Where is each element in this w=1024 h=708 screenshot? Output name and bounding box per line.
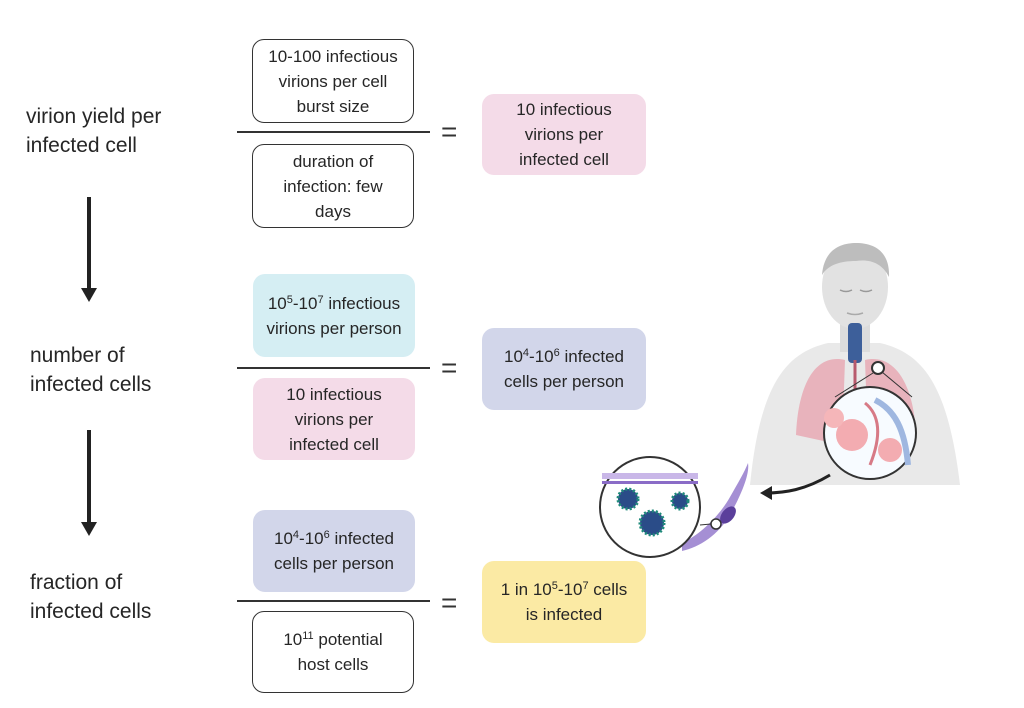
denominator-virions-per-cell: 10 infectious virions per infected cell (253, 378, 415, 460)
equals-sign: = (441, 587, 458, 618)
box-text-line: days (315, 201, 351, 221)
box-text-line: 104-106 infected (273, 529, 394, 548)
box-text-line: virions per (294, 409, 374, 429)
human-infection-illustration (599, 243, 960, 558)
trachea-icon (848, 323, 862, 363)
box-text-line: cells per person (273, 554, 394, 573)
result-virions-per-cell: 10 infectious virions per infected cell (482, 94, 646, 175)
row-label-line: infected cells (30, 373, 152, 396)
alveoli-icon (823, 386, 917, 480)
infected-cell-icon (682, 463, 749, 551)
denominator-host-cells: 1011 potential host cells (252, 611, 414, 693)
fraction-bar (237, 367, 430, 369)
box-text-line: burst size (296, 96, 370, 116)
row-label-line: virion yield per (26, 105, 162, 128)
magnify-marker (871, 361, 885, 375)
row-label-number-infected: number of infected cells (30, 341, 151, 399)
box-text-line: 1 in 105-107 cells (500, 580, 628, 599)
box-text-line: 105-107 infectious (267, 293, 401, 313)
row-label-line: fraction of (30, 571, 123, 594)
box-text-line: infected cell (519, 150, 609, 169)
numerator-virions-per-person: 105-107 infectious virions per person (253, 274, 415, 357)
virus-particle-icon (616, 487, 690, 537)
equals-sign: = (441, 352, 458, 383)
box-text-line: 10-100 infectious (268, 46, 398, 66)
row-label-fraction-infected: fraction of infected cells (30, 568, 151, 626)
numerator-burst-size: 10-100 infectious virions per cell burst… (252, 39, 414, 123)
equals-sign: = (441, 116, 458, 147)
row-label-line: infected cell (26, 134, 137, 157)
row-label-virion-yield: virion yield per infected cell (26, 102, 161, 160)
box-text-line: cells per person (503, 372, 624, 391)
virus-zoom-circle (599, 456, 712, 558)
box-text-line: infected cell (289, 434, 379, 454)
fraction-bar (237, 131, 430, 133)
row-label-line: infected cells (30, 600, 152, 623)
box-text-line: host cells (297, 655, 369, 674)
box-text-line: virions per (524, 125, 604, 144)
result-infected-cells-per-person: 104-106 infected cells per person (482, 328, 646, 410)
box-text-line: duration of (292, 151, 374, 171)
box-text-line: 1011 potential (283, 630, 383, 649)
box-text-line: virions per person (266, 318, 402, 338)
fraction-bar (237, 600, 430, 602)
result-fraction-infected: 1 in 105-107 cells is infected (482, 561, 646, 643)
box-text-line: 10 infectious (516, 100, 612, 119)
box-text-line: virions per cell (278, 71, 388, 91)
box-text-line: is infected (525, 605, 603, 624)
box-text-line: infection: few (283, 176, 383, 196)
numerator-infected-cells-per-person: 104-106 infected cells per person (253, 510, 415, 592)
denominator-duration: duration of infection: few days (252, 144, 414, 228)
box-text-line: 10 infectious (286, 384, 382, 404)
box-text-line: 104-106 infected (503, 347, 624, 366)
row-label-line: number of (30, 344, 125, 367)
